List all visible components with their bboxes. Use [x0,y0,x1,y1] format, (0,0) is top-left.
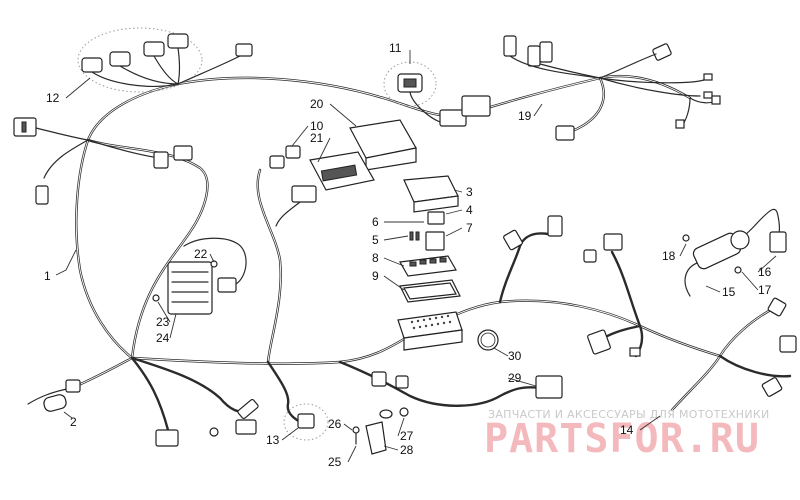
callout-6: 6 [372,215,379,229]
main-harness [70,74,792,432]
callout-22: 22 [194,247,208,261]
callout-2: 2 [70,415,77,429]
callout-27: 27 [400,429,414,443]
callout-labels: 1 2 3 4 5 6 7 8 9 10 11 12 13 14 15 16 1… [44,41,772,469]
connector-group-19 [503,35,721,141]
callout-19: 19 [518,109,532,123]
callout-13: 13 [266,433,280,447]
callout-16: 16 [758,265,772,279]
watermark-brand: PARTSFOR.RU [484,416,760,462]
ecu-module [269,119,417,227]
callout-3: 3 [466,185,473,199]
ignition-coil [682,208,787,297]
callout-25: 25 [328,455,342,469]
callout-24: 24 [156,331,170,345]
callout-4: 4 [466,203,473,217]
connectors-middle-right [503,215,797,397]
connectors-lower-left [27,371,409,447]
callout-28: 28 [400,443,414,457]
callout-15: 15 [722,285,736,299]
callout-8: 8 [372,251,379,265]
connector-left-top [13,117,193,205]
callout-30: 30 [508,349,522,363]
callout-12: 12 [46,91,60,105]
bracket-hardware [352,329,563,455]
callout-29: 29 [508,371,522,385]
callout-21: 21 [310,131,324,145]
callout-26: 26 [328,417,342,431]
callout-17: 17 [758,283,772,297]
fuse-block [397,175,463,351]
connector-11 [383,61,491,127]
watermark: ЗАПЧАСТИ И АКСЕССУАРЫ ДЛЯ МОТОТЕХНИКИ PA… [484,408,770,462]
callout-11: 11 [389,41,402,55]
callout-7: 7 [466,221,473,235]
callout-9: 9 [372,269,379,283]
watermark-tagline: ЗАПЧАСТИ И АКСЕССУАРЫ ДЛЯ МОТОТЕХНИКИ [488,408,770,421]
callout-leaders [55,50,777,463]
connector-cluster-12 [77,27,253,93]
callout-18: 18 [662,249,676,263]
callout-23: 23 [156,315,170,329]
callout-1: 1 [44,269,51,283]
voltage-regulator [152,237,247,315]
callout-20: 20 [310,97,324,111]
callout-14: 14 [620,423,634,437]
callout-5: 5 [372,233,379,247]
callout-10: 10 [310,119,324,133]
